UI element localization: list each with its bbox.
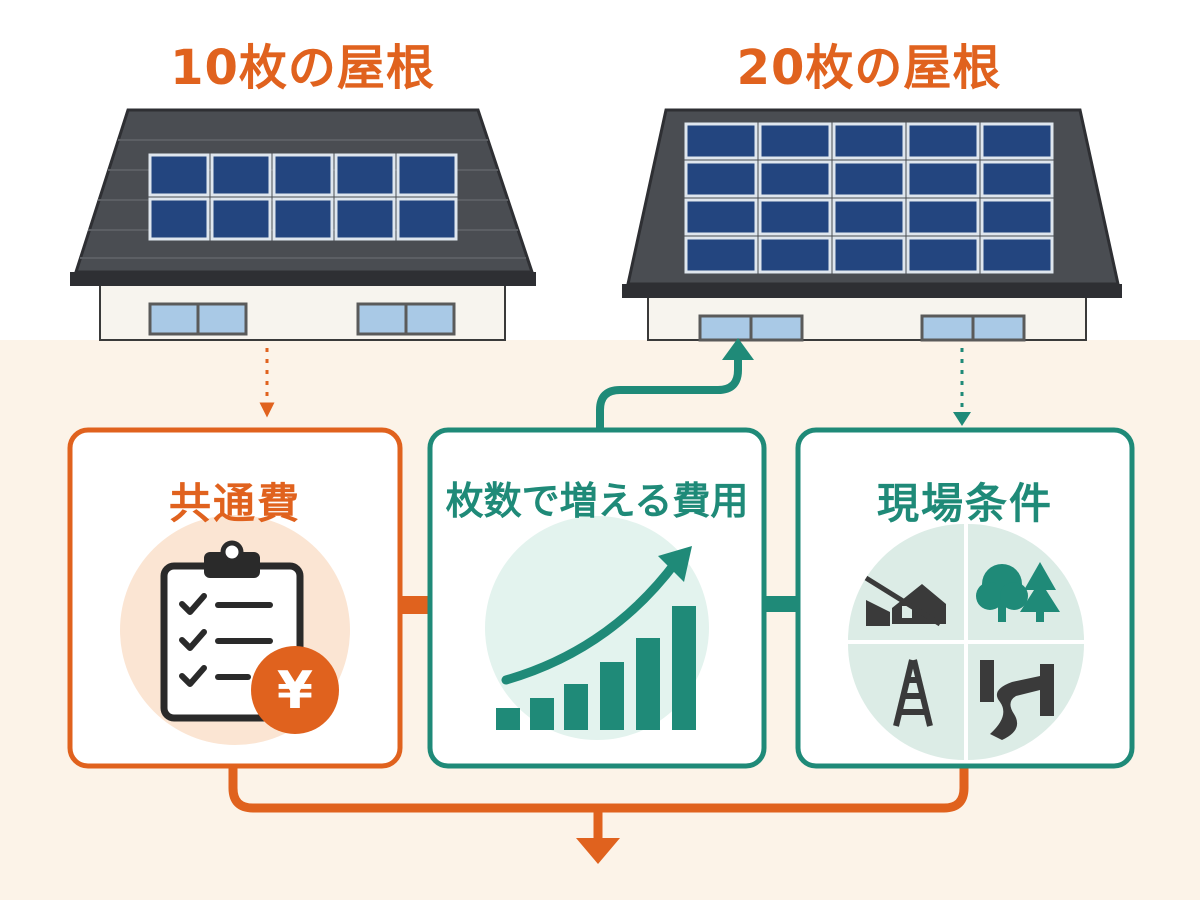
card-title-site-conditions: 現場条件	[876, 479, 1053, 528]
solar-panel	[684, 198, 758, 236]
connector-teal	[764, 596, 798, 612]
solar-panel	[272, 153, 334, 197]
solar-panel	[758, 198, 832, 236]
solar-panel	[906, 236, 980, 274]
window-icon	[148, 302, 248, 336]
solar-panel	[758, 122, 832, 160]
solar-panel	[396, 197, 458, 241]
merge-arrow-bottom	[228, 766, 969, 864]
solar-panel	[832, 122, 906, 160]
window-icon	[698, 314, 804, 342]
arrow-to-house-20	[596, 338, 754, 430]
window-icon	[356, 302, 456, 336]
ladder-icon	[893, 659, 933, 727]
solar-panel	[210, 153, 272, 197]
solar-panel	[684, 236, 758, 274]
roof-slope-icon	[864, 575, 946, 627]
dotted-arrow-to-site-conditions	[953, 348, 971, 426]
clipboard-yen-icon: ¥	[120, 515, 350, 745]
road-access-icon	[980, 660, 1054, 740]
yen-symbol: ¥	[277, 661, 313, 721]
solar-panel	[334, 153, 396, 197]
connector-orange	[400, 596, 432, 614]
card-common-cost: 共通費	[70, 430, 400, 766]
card-title-per-panel-cost: 枚数で増える費用	[445, 479, 749, 523]
solar-panel	[832, 198, 906, 236]
house-20-panels	[622, 108, 1122, 342]
solar-panel	[758, 160, 832, 198]
trees-icon	[976, 562, 1060, 622]
solar-panel	[832, 236, 906, 274]
solar-panel-array	[148, 153, 458, 241]
solar-panel	[980, 160, 1054, 198]
solar-panel	[832, 160, 906, 198]
solar-panel	[684, 122, 758, 160]
solar-panel	[334, 197, 396, 241]
card-site-conditions: 現場条件	[798, 430, 1132, 766]
house-title-10: 10枚の屋根	[170, 40, 435, 96]
solar-panel	[148, 197, 210, 241]
solar-panel	[396, 153, 458, 197]
solar-panel	[906, 160, 980, 198]
solar-panel	[758, 236, 832, 274]
solar-panel	[906, 122, 980, 160]
card-title-common-cost: 共通費	[168, 479, 301, 528]
solar-panel	[210, 197, 272, 241]
window-icon	[920, 314, 1026, 342]
house-title-20: 20枚の屋根	[736, 40, 1002, 96]
growth-bar-chart-icon	[485, 516, 709, 740]
card-per-panel-cost: 枚数で増える費用	[430, 430, 764, 766]
solar-panel	[272, 197, 334, 241]
solar-panel	[906, 198, 980, 236]
site-conditions-icon	[848, 524, 1084, 760]
solar-panel	[148, 153, 210, 197]
house-10-panels	[70, 108, 536, 341]
solar-panel-array	[684, 122, 1054, 274]
solar-panel	[980, 236, 1054, 274]
solar-panel	[980, 122, 1054, 160]
solar-panel	[980, 198, 1054, 236]
solar-panel	[684, 160, 758, 198]
